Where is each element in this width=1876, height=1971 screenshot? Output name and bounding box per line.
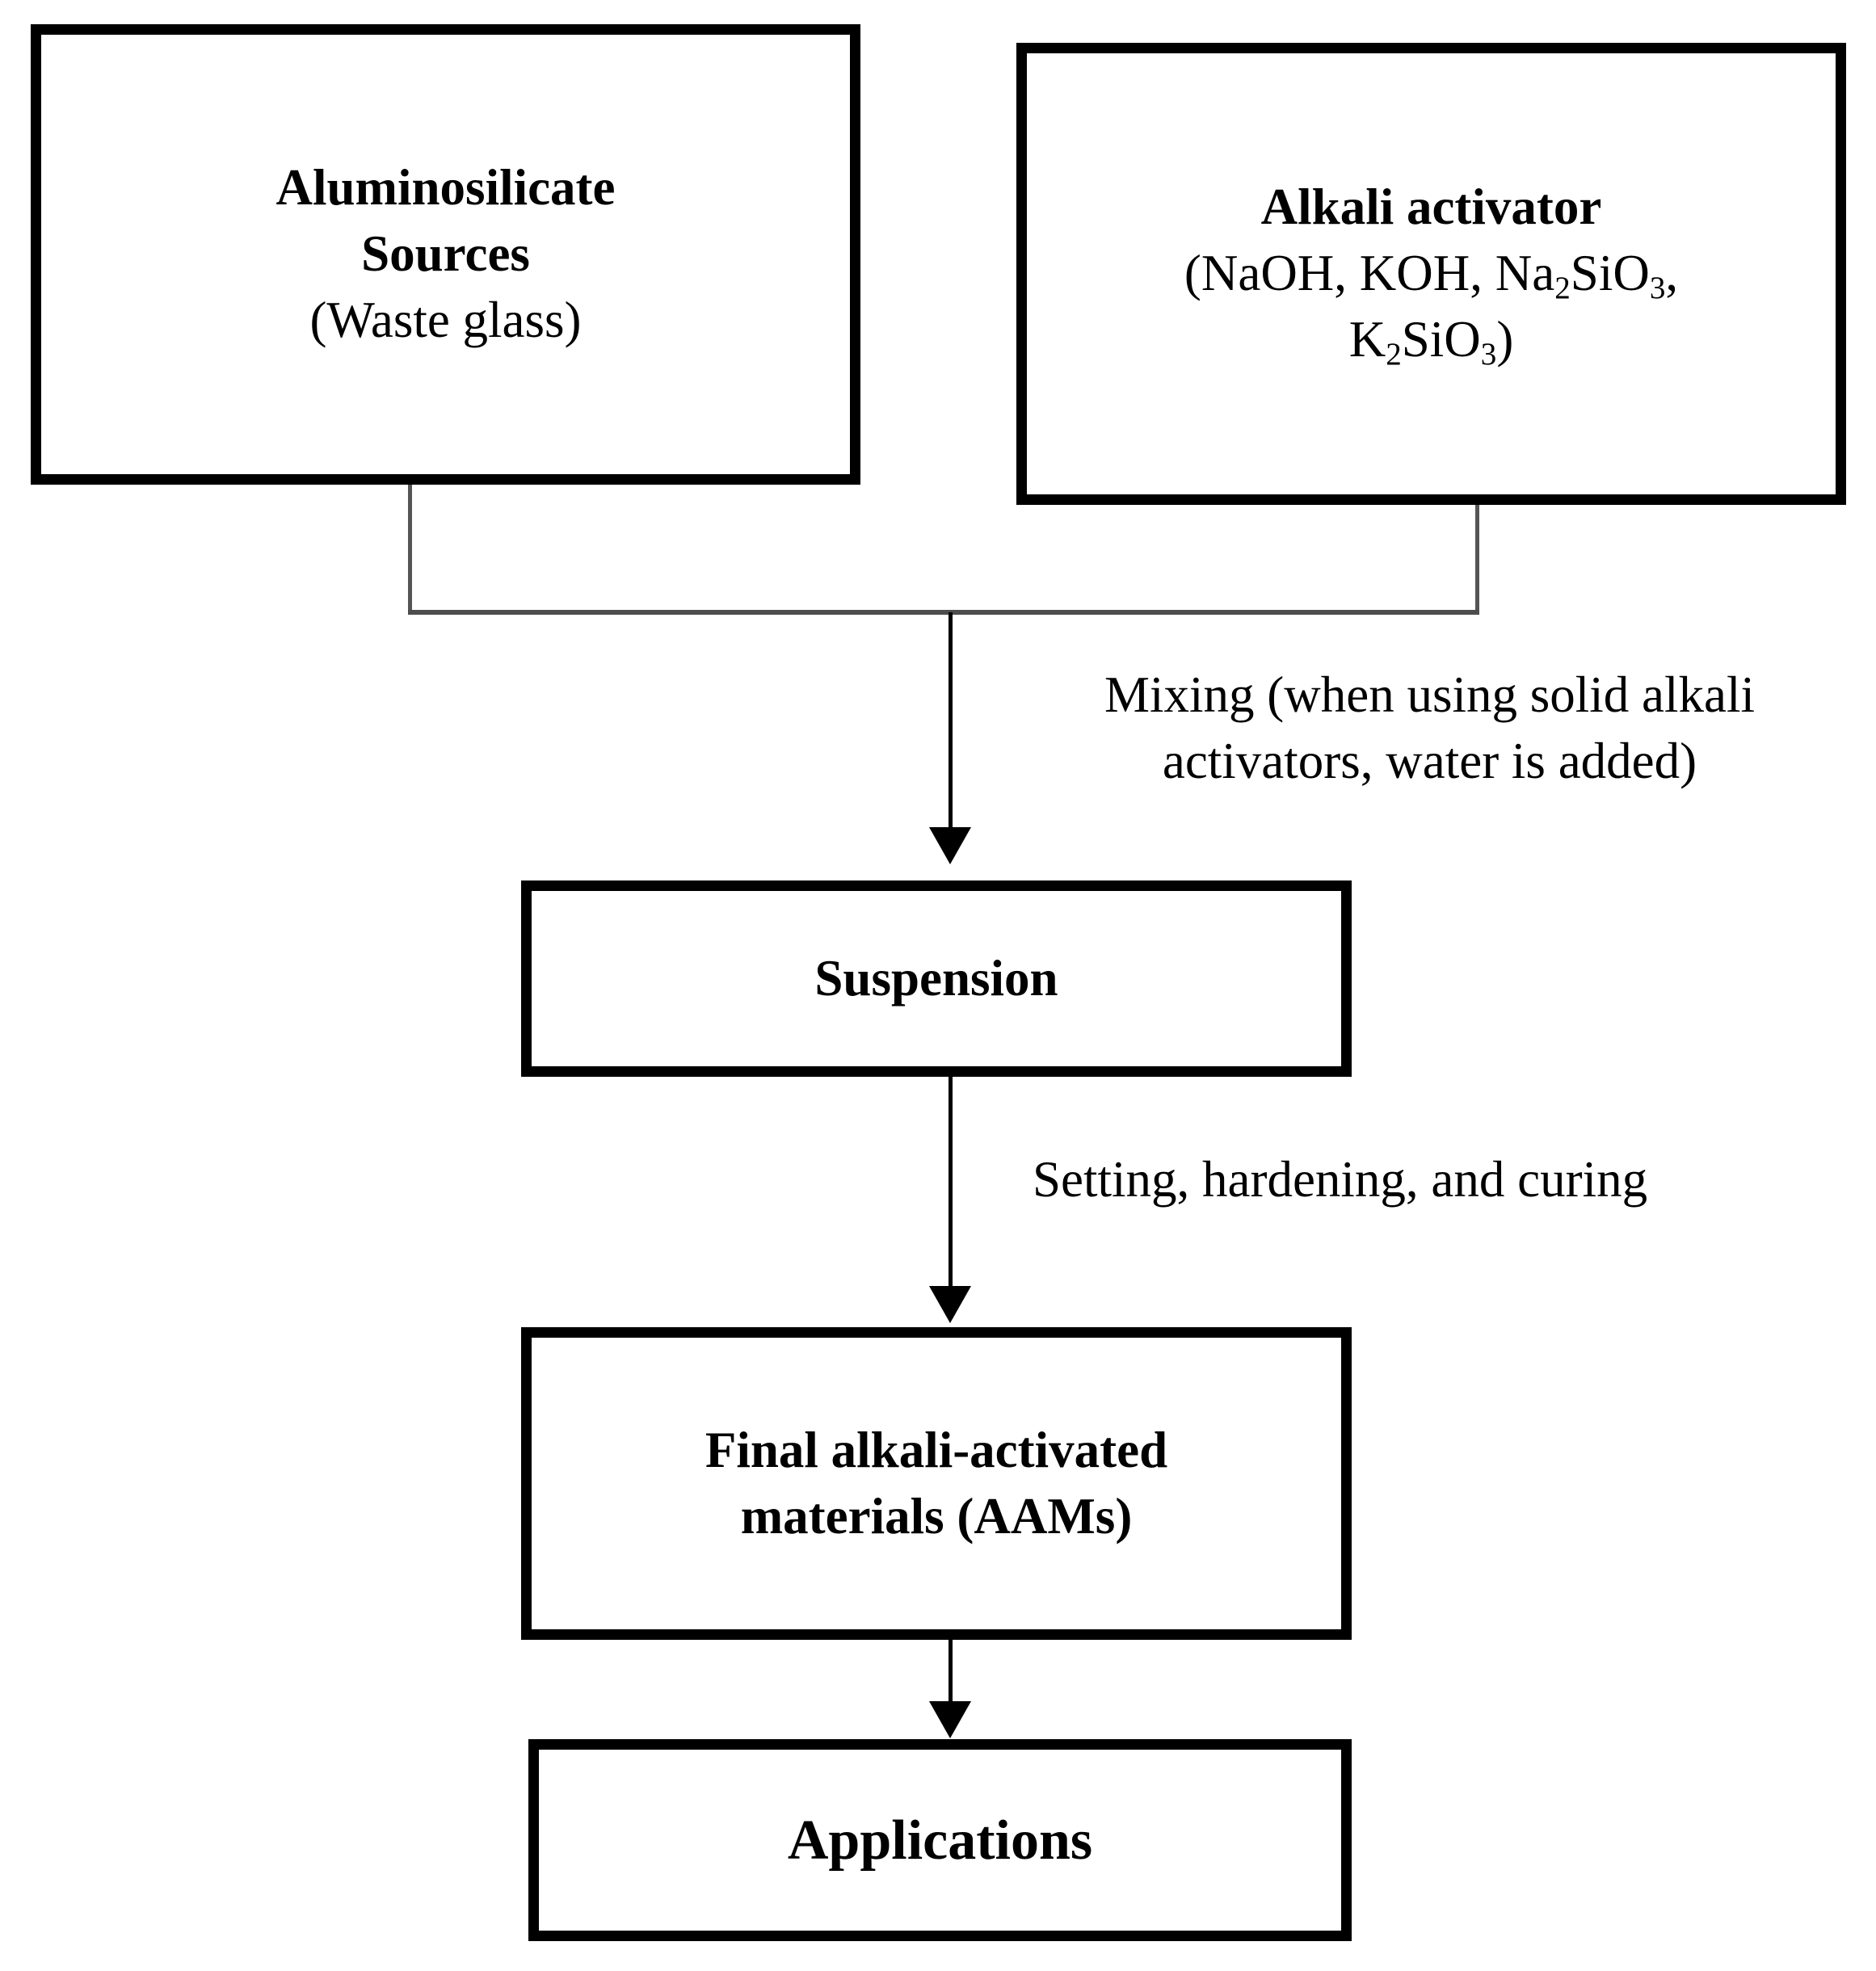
formula-line3-prefix: K bbox=[1348, 310, 1386, 368]
bracket-left-stem bbox=[408, 485, 412, 614]
arrow-mixing-head-icon bbox=[929, 827, 971, 864]
node-suspension: Suspension bbox=[521, 880, 1352, 1077]
node-aluminosilicate-sources: Aluminosilicate Sources (Waste glass) bbox=[31, 24, 860, 485]
arrow-setting-shaft bbox=[949, 1077, 953, 1288]
formula-line2-prefix: (NaOH, KOH, Na bbox=[1184, 245, 1555, 302]
node-suspension-label: Suspension bbox=[814, 949, 1058, 1007]
arrow-mixing-shaft bbox=[949, 612, 953, 830]
edge-label-mixing: Mixing (when using solid alkali activato… bbox=[987, 662, 1872, 795]
formula-line2-sub1: 2 bbox=[1554, 271, 1571, 306]
arrow-setting-head-icon bbox=[929, 1286, 971, 1323]
node-aluminosilicate-line3: (Waste glass) bbox=[309, 291, 582, 348]
edge-label-setting-text: Setting, hardening, and curing bbox=[1033, 1151, 1648, 1208]
edge-label-mixing-line1: Mixing (when using solid alkali bbox=[1104, 666, 1755, 723]
node-alkali-activator-line1: Alkali activator bbox=[1260, 179, 1602, 236]
edge-label-setting: Setting, hardening, and curing bbox=[1033, 1147, 1873, 1213]
formula-line2-suffix: , bbox=[1665, 245, 1679, 302]
edge-label-mixing-line2: activators, water is added) bbox=[1162, 732, 1697, 789]
node-alkali-activator-line3: K2SiO3) bbox=[1027, 307, 1836, 373]
node-aams-line1: Final alkali-activated bbox=[705, 1421, 1168, 1478]
node-applications-label: Applications bbox=[787, 1809, 1093, 1872]
node-alkali-activator-line2: (NaOH, KOH, Na2SiO3, bbox=[1027, 241, 1836, 307]
formula-line3-suffix: ) bbox=[1496, 310, 1514, 368]
node-applications: Applications bbox=[528, 1739, 1352, 1941]
node-aluminosilicate-line2: Sources bbox=[361, 225, 530, 283]
node-alkali-activator: Alkali activator (NaOH, KOH, Na2SiO3, K2… bbox=[1016, 43, 1846, 505]
formula-line3-sub2: 3 bbox=[1480, 337, 1497, 372]
bracket-right-stem bbox=[1475, 505, 1479, 614]
formula-line2-sub2: 3 bbox=[1649, 271, 1666, 306]
arrow-applications-head-icon bbox=[929, 1701, 971, 1738]
bracket-crossbar bbox=[408, 610, 1479, 615]
formula-line3-sub1: 2 bbox=[1386, 337, 1402, 372]
node-aams-line2: materials (AAMs) bbox=[740, 1487, 1133, 1544]
node-aluminosilicate-line1: Aluminosilicate bbox=[276, 159, 616, 216]
formula-line3-mid: SiO bbox=[1401, 310, 1481, 368]
formula-line2-mid: SiO bbox=[1570, 245, 1650, 302]
arrow-applications-shaft bbox=[949, 1585, 953, 1704]
node-final-alkali-activated-materials: Final alkali-activated materials (AAMs) bbox=[521, 1327, 1352, 1640]
